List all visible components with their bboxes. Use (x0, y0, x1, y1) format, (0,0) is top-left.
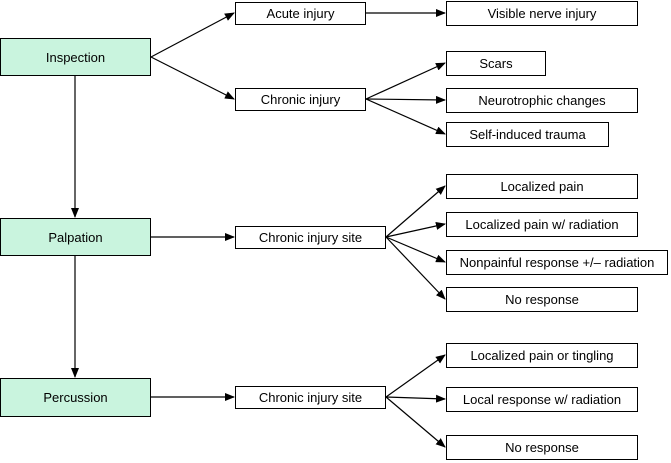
arrow-site-to-localized-tingling (385, 354, 446, 398)
node-chronic-injury: Chronic injury (235, 88, 366, 111)
node-visible-nerve-injury: Visible nerve injury (446, 1, 638, 26)
arrow-site-to-no-response-1 (385, 236, 446, 300)
node-no-response-percussion: No response (446, 435, 638, 460)
node-neurotrophic-changes: Neurotrophic changes (446, 88, 638, 113)
node-no-response-palpation: No response (446, 287, 638, 312)
arrow-site-to-localized-pain-radiation (385, 222, 446, 238)
arrow-site-to-nonpainful (385, 236, 446, 263)
node-local-response-radiation: Local response w/ radiation (446, 387, 638, 412)
node-localized-pain-radiation: Localized pain w/ radiation (446, 212, 638, 237)
arrow-inspection-to-chronic (150, 56, 235, 100)
arrow-chronic-to-self-induced (365, 98, 446, 135)
node-inspection: Inspection (0, 38, 151, 76)
arrow-inspection-to-acute (150, 12, 235, 58)
arrow-site-to-local-response-radiation (385, 394, 446, 403)
node-localized-pain: Localized pain (446, 174, 638, 199)
node-acute-injury: Acute injury (235, 2, 366, 25)
node-chronic-injury-site-percussion: Chronic injury site (235, 386, 386, 409)
node-self-induced-trauma: Self-induced trauma (446, 122, 609, 147)
arrow-site-to-no-response-2 (385, 396, 446, 448)
node-localized-pain-tingling: Localized pain or tingling (446, 343, 638, 368)
node-percussion: Percussion (0, 378, 151, 417)
arrow-chronic-to-neurotrophic (365, 95, 446, 104)
node-chronic-injury-site-palpation: Chronic injury site (235, 226, 386, 249)
node-palpation: Palpation (0, 218, 151, 256)
arrow-chronic-to-scars (365, 62, 446, 100)
arrow-site-to-localized-pain (385, 185, 446, 238)
node-scars: Scars (446, 51, 546, 76)
node-nonpainful-response: Nonpainful response +/– radiation (446, 250, 668, 275)
